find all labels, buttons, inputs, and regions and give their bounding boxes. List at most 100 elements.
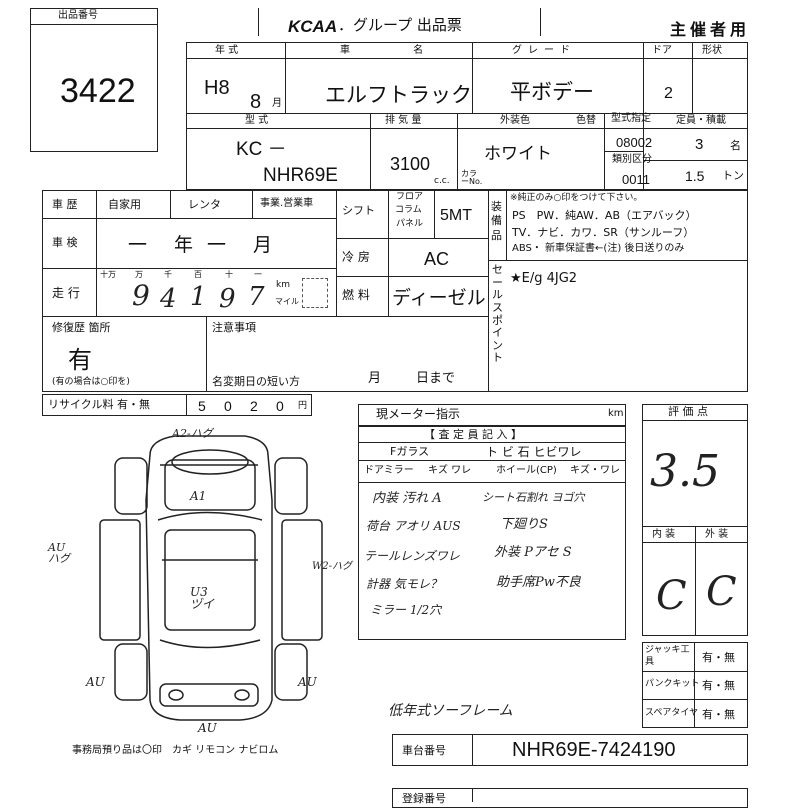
history-option-commercial: 事業.営業車 xyxy=(260,198,314,209)
jack-label: ジャッキ工具 xyxy=(645,645,690,667)
puncture-kit-option: 有・無 xyxy=(702,679,735,692)
interior-grade: C xyxy=(656,573,687,619)
equipment-side-label: 装備品 xyxy=(491,200,502,242)
displacement-unit: c.c. xyxy=(434,176,450,186)
equipment-header: ※純正のみ○印をつけて下さい。 xyxy=(510,193,643,203)
inspector-note-3: 荷台 アオリ AUS xyxy=(366,519,461,533)
shift-floor: フロア xyxy=(396,192,424,202)
wheel-options: キズ・ワレ xyxy=(570,465,620,476)
repair-note: (有の場合は○印を) xyxy=(52,377,130,387)
wheel-label: ホイール(CP) xyxy=(496,465,557,476)
glass-options: ト ビ 石 ヒビワレ xyxy=(486,445,582,459)
meter-unit: km xyxy=(608,408,624,419)
model-prefix: KC － xyxy=(236,139,287,160)
lot-label: 出品番号 xyxy=(58,10,98,21)
exterior-label: 外 装 xyxy=(705,529,729,540)
type-spec-value: 08002 xyxy=(616,135,653,150)
month-unit: 月 xyxy=(272,98,282,109)
capacity-unit: 名 xyxy=(730,139,741,152)
mileage-digit-label-1: 十万 xyxy=(100,270,116,279)
shift-panel: パネル xyxy=(396,219,424,229)
fuel-value: ディーゼル xyxy=(392,287,486,309)
displacement-label: 排 気 量 xyxy=(385,115,422,126)
inspector-box xyxy=(358,426,626,640)
km-label: km xyxy=(276,280,290,290)
name-value: エルフトラック xyxy=(325,83,472,107)
evaluation-label: 評 価 点 xyxy=(668,405,708,418)
year-label: 年 式 xyxy=(215,45,239,56)
year-era: H8 xyxy=(204,77,230,99)
equipment-line-3: ABS・ 新車保証書←(注) 後日送りのみ xyxy=(512,243,685,254)
shape-label: 形状 xyxy=(702,45,722,56)
meter-label: 現メーター指示 xyxy=(376,407,461,421)
recycle-digit-2: 0 xyxy=(224,398,232,414)
notes-label: 注意事項 xyxy=(212,321,256,334)
history-option-private: 自家用 xyxy=(108,198,141,211)
grade-label: グレード xyxy=(512,45,576,56)
recycle-digit-4: 0 xyxy=(276,398,284,414)
inspector-note-9: ミラー 1/2穴 xyxy=(370,603,442,617)
puncture-kit-label: パンクキット xyxy=(645,679,700,689)
recycle-label: リサイクル料 有・無 xyxy=(48,398,150,411)
lot-number: 3422 xyxy=(60,72,136,110)
inspector-note-10: 低年式ソーフレーム xyxy=(388,703,513,719)
glass-label: Fガラス xyxy=(390,445,430,458)
diagram-note-top: A2-ハグ xyxy=(172,427,213,440)
mileage-digit-label-4: 百 xyxy=(194,270,202,279)
mileage-digit-4: 9 xyxy=(219,284,236,314)
inspector-note-6: 外装 Pアセ S xyxy=(494,545,572,560)
brand-logo: KCAA xyxy=(288,17,338,36)
inspector-note-5: テールレンズワレ xyxy=(364,549,460,563)
sales-point-label: セールスポイント xyxy=(492,263,503,365)
class-value: 0011 xyxy=(622,172,650,187)
inspection-value: 一 年 一 月 xyxy=(128,234,277,256)
inspector-title: 【 査 定 員 記 入 】 xyxy=(424,428,522,441)
mileage-digit-label-2: 万 xyxy=(135,270,143,279)
interior-label: 内 装 xyxy=(652,529,676,540)
load-unit: トン xyxy=(722,169,744,182)
chassis-box xyxy=(392,734,748,766)
mileage-digit-1: 9 xyxy=(132,279,150,312)
diagram-footer: 事務局預り品は〇印 カギ リモコン ナビロム xyxy=(72,745,279,756)
model-label: 型 式 xyxy=(245,115,269,126)
inspector-note-4: 下廻りS xyxy=(500,517,548,532)
history-section xyxy=(42,190,748,392)
capacity-label: 定員・積載 xyxy=(676,115,726,126)
mileage-digit-label-6: 一 xyxy=(254,270,262,279)
accessories-box xyxy=(642,642,748,728)
color-label: 外装色 xyxy=(500,115,530,126)
displacement-value: 3100 xyxy=(390,154,431,174)
recycle-digit-1: 5 xyxy=(198,398,206,414)
shift-label: シフト xyxy=(342,204,375,217)
recycle-unit: 円 xyxy=(298,401,308,411)
jack-option: 有・無 xyxy=(702,651,735,664)
door-label: ドア xyxy=(652,45,672,56)
shift-column: コラム xyxy=(395,205,422,215)
recycle-digit-3: 2 xyxy=(250,398,258,414)
inspector-note-8: 助手席Pw不良 xyxy=(496,575,581,590)
repair-value: 有 xyxy=(68,346,92,374)
capacity-value: 3 xyxy=(695,136,704,153)
spare-tire-label: スペアタイヤ xyxy=(645,708,699,718)
name-change-label: 名変期日の短い方 xyxy=(212,375,300,388)
diagram-note-body: A1 xyxy=(190,489,207,503)
name-change-day: 日まで xyxy=(416,371,456,386)
mirror-options: キズ ワレ xyxy=(428,465,472,476)
year-month: 8 xyxy=(250,91,262,113)
color-value: ホワイト xyxy=(484,144,552,164)
fuel-label: 燃 料 xyxy=(342,288,370,302)
sales-point-text: ★E/g 4JG2 xyxy=(510,271,578,286)
shift-value: 5MT xyxy=(440,207,472,224)
equipment-line-1: PS PW．純AW．AB（エアバック） xyxy=(512,209,697,222)
mileage-digit-5: 7 xyxy=(248,282,265,312)
recycle-box xyxy=(42,394,312,416)
name-label: 車 名 xyxy=(340,45,454,56)
name-change-month: 月 xyxy=(368,371,382,386)
ac-value: AC xyxy=(424,249,450,269)
organizer-label: 主催者用 xyxy=(670,20,751,39)
history-label: 車 歴 xyxy=(52,198,78,211)
diagram-note-bottom: AU xyxy=(198,721,217,735)
load-value: 1.5 xyxy=(685,168,705,184)
inspection-label: 車 検 xyxy=(52,236,78,249)
